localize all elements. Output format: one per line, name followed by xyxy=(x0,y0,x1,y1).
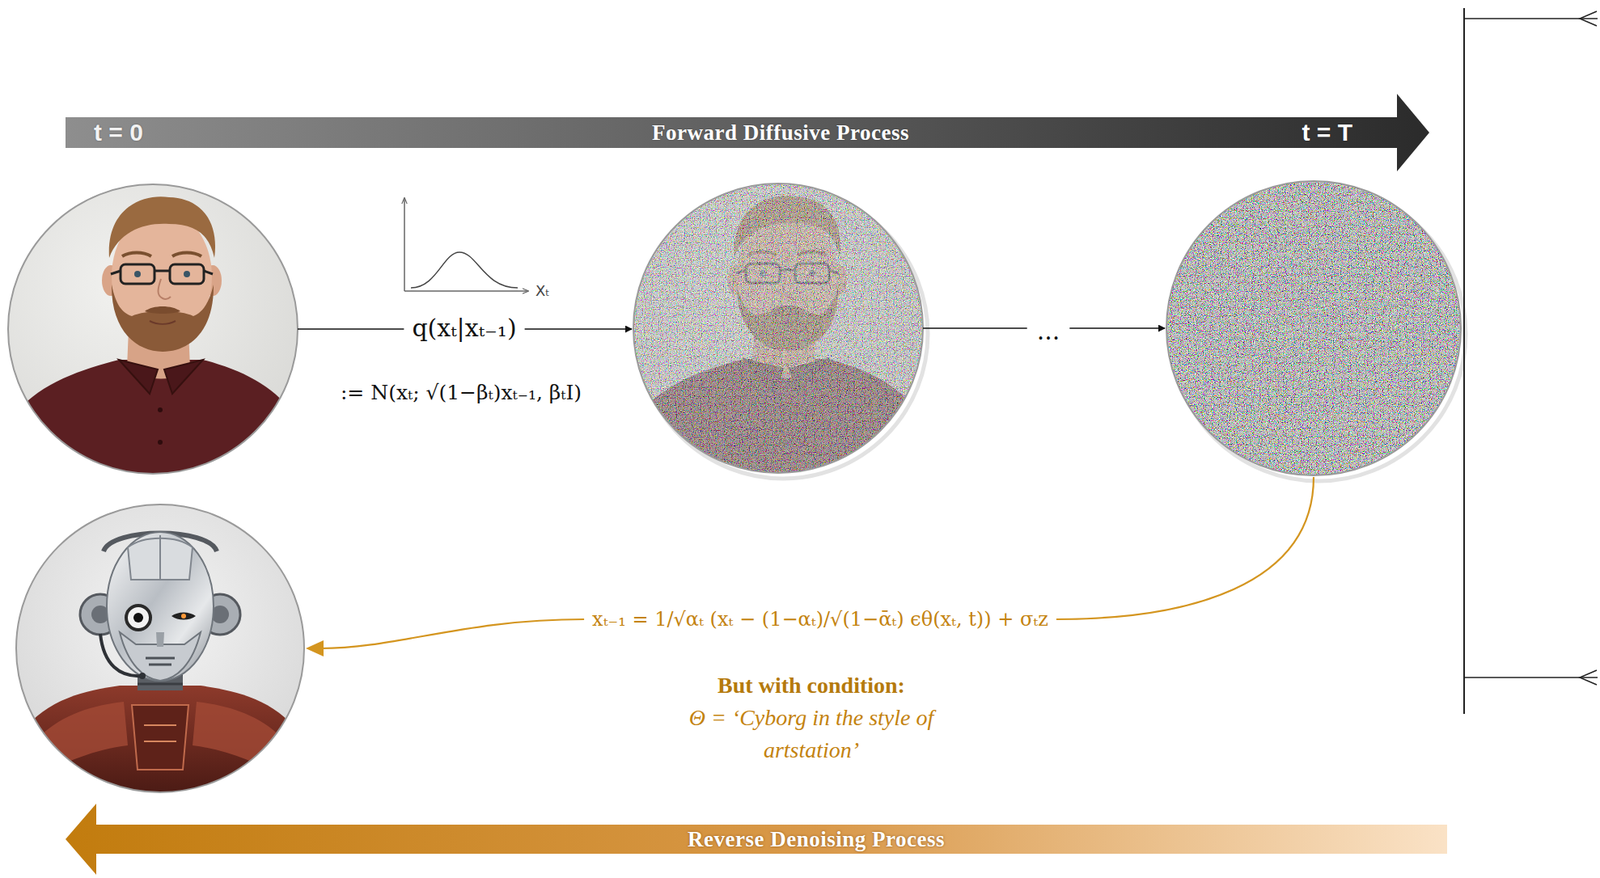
band-title: Forward Diffusive Process xyxy=(651,122,910,144)
bell-curve xyxy=(410,252,518,288)
cyborg-illustration-part xyxy=(119,632,201,682)
image-border xyxy=(633,183,923,474)
side-bracket-part xyxy=(1579,11,1597,26)
plot-axis xyxy=(403,198,406,292)
pure-noise-image-part xyxy=(1159,174,1468,483)
band-title: Reverse Denoising Process xyxy=(687,829,945,851)
pure-noise-image xyxy=(1159,174,1468,483)
band-arrow xyxy=(65,804,1448,876)
flow-arrow xyxy=(1069,327,1165,330)
side-bracket-part xyxy=(1464,677,1598,679)
cyborg-illustration xyxy=(12,501,308,796)
reverse-flow-curve xyxy=(320,619,585,649)
reverse-flow-curve xyxy=(1056,477,1314,620)
original-image-part xyxy=(5,182,301,477)
side-bracket-part xyxy=(1464,17,1598,20)
condition-prompt: Θ = ‘Cyborg in the style of artstation’ xyxy=(653,702,970,767)
reverse-step-formula: xₜ₋₁ = 1/√αₜ (xₜ − (1−αₜ)/√(1−ᾱₜ) ϵθ(xₜ,… xyxy=(592,608,1049,632)
gaussian-plot xyxy=(404,198,529,292)
cyborg-illustration-part xyxy=(181,613,187,619)
image-border xyxy=(1166,181,1461,476)
man-photo xyxy=(5,182,301,477)
cyborg-illustration-part xyxy=(139,673,146,680)
band-arrow xyxy=(65,93,1430,172)
cyborg-illustration-part xyxy=(38,702,128,779)
noisy-image xyxy=(628,178,928,479)
side-bracket-part xyxy=(1463,8,1465,715)
cyborg-illustration-part xyxy=(12,501,308,796)
plot-axis xyxy=(404,290,529,293)
cyborg-illustration-part xyxy=(12,685,308,796)
forward-kernel-definition: := N(xₜ; √(1−βₜ)xₜ₋₁, βₜI) xyxy=(340,380,582,406)
reverse-flow-arrowhead xyxy=(305,640,324,657)
side-bracket-part xyxy=(1579,670,1597,686)
flow-line xyxy=(922,327,1028,330)
noisy-image-part xyxy=(628,178,928,479)
cyborg-illustration-part xyxy=(171,613,196,621)
cyborg-illustration-part xyxy=(159,535,161,580)
axis-label: Xₜ xyxy=(535,282,551,301)
flow-arrow xyxy=(524,328,632,331)
time-label: t = 0 xyxy=(93,120,144,145)
cyborg-illustration-part xyxy=(131,705,189,771)
condition-heading: But with condition: xyxy=(717,672,906,700)
image-border xyxy=(8,184,298,475)
forward-kernel: q(xₜ|xₜ₋₁) xyxy=(411,313,517,343)
gaussian-noise xyxy=(1159,174,1468,483)
cyborg-illustration-part xyxy=(126,605,151,631)
side-bracket xyxy=(1464,8,1598,715)
gaussian-noise xyxy=(628,178,928,479)
noise-ground xyxy=(1159,174,1468,483)
cyborg-illustration-part xyxy=(133,613,144,623)
image-border xyxy=(16,504,305,793)
cyborg-illustration-part xyxy=(145,658,175,665)
cyborg-illustration-part xyxy=(100,634,143,677)
forward-process-band: t = 0 Forward Diffusive Process t = T xyxy=(65,93,1430,172)
original-image xyxy=(5,182,301,477)
cyborg-illustration-part xyxy=(156,632,165,648)
cyborg-illustration-part xyxy=(106,532,214,682)
ellipsis: ... xyxy=(1037,317,1061,347)
generated-image xyxy=(12,501,308,796)
reverse-process-band: Reverse Denoising Process xyxy=(65,804,1448,876)
time-label: t = T xyxy=(1301,120,1353,145)
flow-line xyxy=(297,328,404,331)
cyborg-illustration-part xyxy=(143,725,177,742)
cyborg-illustration-part xyxy=(192,702,282,779)
